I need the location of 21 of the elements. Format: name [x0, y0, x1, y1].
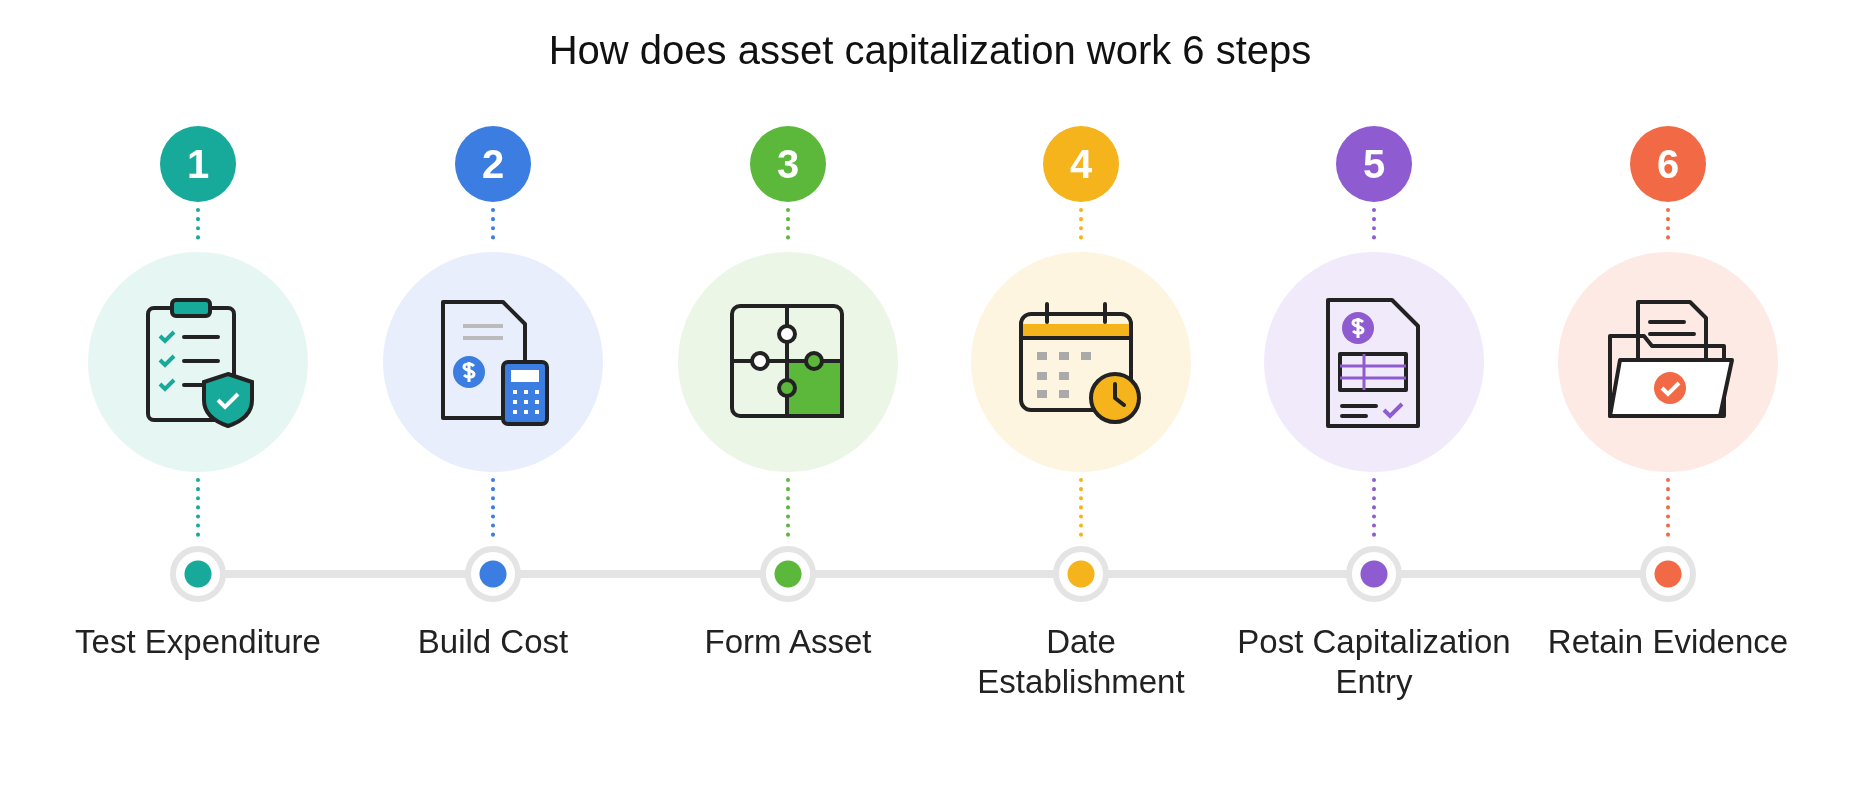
dotted-connector [1666, 478, 1670, 540]
step-label: Test Expenditure [74, 622, 322, 662]
step-number-badge: 5 [1336, 126, 1412, 202]
step-label: Post Capitalization Entry [1236, 622, 1512, 702]
step-number-badge: 4 [1043, 126, 1119, 202]
step-label: Build Cost [416, 622, 570, 662]
timeline-dot [1640, 546, 1696, 602]
title: How does asset capitalization work 6 steps [548, 28, 1312, 73]
step-number-badge: 1 [160, 126, 236, 202]
dotted-connector [1079, 478, 1083, 540]
step-label: Date Establishment [976, 622, 1186, 702]
dotted-connector [1372, 478, 1376, 540]
step-label: Form Asset [703, 622, 873, 662]
step-label: Retain Evidence [1546, 622, 1790, 662]
dotted-connector [196, 478, 200, 540]
step-number-badge: 2 [455, 126, 531, 202]
step-number-badge: 6 [1630, 126, 1706, 202]
dotted-connector [491, 478, 495, 540]
timeline-dot [170, 546, 226, 602]
step-number-badge: 3 [750, 126, 826, 202]
dotted-connector [786, 478, 790, 540]
